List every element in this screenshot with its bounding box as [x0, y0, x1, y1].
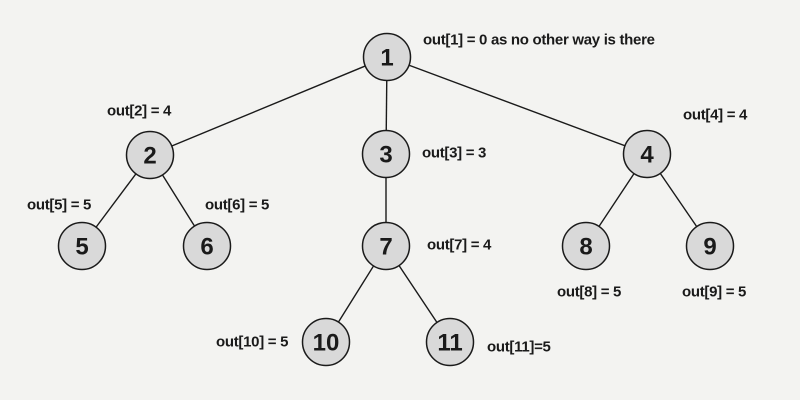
- annotation-out-1: out[1] = 0 as no other way is there: [423, 32, 655, 49]
- tree-node-8: 8: [561, 221, 611, 271]
- node-circle-1: [362, 32, 412, 82]
- annotation-out-3: out[3] = 3: [422, 145, 486, 162]
- node-label-2: 2: [143, 143, 156, 170]
- node-label-4: 4: [640, 142, 654, 169]
- tree-node-2: 2: [125, 130, 175, 180]
- tree-node-10: 10: [301, 317, 351, 367]
- tree-node-3: 3: [361, 129, 411, 179]
- edge-1-4: [386, 56, 648, 155]
- node-circle-4: [622, 129, 672, 179]
- tree-node-9: 9: [685, 221, 735, 271]
- tree-node-6: 6: [182, 221, 232, 271]
- annotation-out-11: out[11]=5: [487, 339, 551, 356]
- node-circle-3: [361, 129, 411, 179]
- node-label-7: 7: [379, 234, 392, 261]
- annotation-out-9: out[9] = 5: [682, 284, 746, 301]
- node-label-9: 9: [703, 234, 716, 261]
- node-circle-8: [561, 221, 611, 271]
- annotation-out-10: out[10] = 5: [216, 334, 288, 351]
- node-circle-9: [685, 221, 735, 271]
- node-circle-11: [425, 317, 475, 367]
- node-label-3: 3: [379, 142, 392, 169]
- node-circle-6: [182, 221, 232, 271]
- node-label-11: 11: [437, 330, 462, 357]
- tree-node-4: 4: [622, 129, 672, 179]
- tree-node-5: 5: [57, 221, 107, 271]
- node-label-6: 6: [200, 234, 213, 261]
- node-circle-7: [361, 221, 411, 271]
- tree-node-7: 7: [361, 221, 411, 271]
- annotation-out-5: out[5] = 5: [27, 197, 91, 214]
- node-circle-5: [57, 221, 107, 271]
- annotation-out-7: out[7] = 4: [427, 237, 492, 254]
- node-circle-2: [125, 130, 175, 180]
- annotation-out-2: out[2] = 4: [107, 103, 172, 120]
- node-label-5: 5: [75, 234, 88, 261]
- node-label-10: 10: [313, 330, 340, 357]
- edge-1-2: [149, 56, 388, 156]
- node-label-8: 8: [579, 234, 592, 261]
- annotation-out-4: out[4] = 4: [683, 107, 748, 124]
- annotation-out-8: out[8] = 5: [557, 284, 621, 301]
- annotation-out-6: out[6] = 5: [205, 197, 269, 214]
- tree-node-11: 11: [425, 317, 475, 367]
- node-circle-10: [301, 317, 351, 367]
- tree-node-1: 1: [362, 32, 412, 82]
- node-label-1: 1: [380, 45, 393, 72]
